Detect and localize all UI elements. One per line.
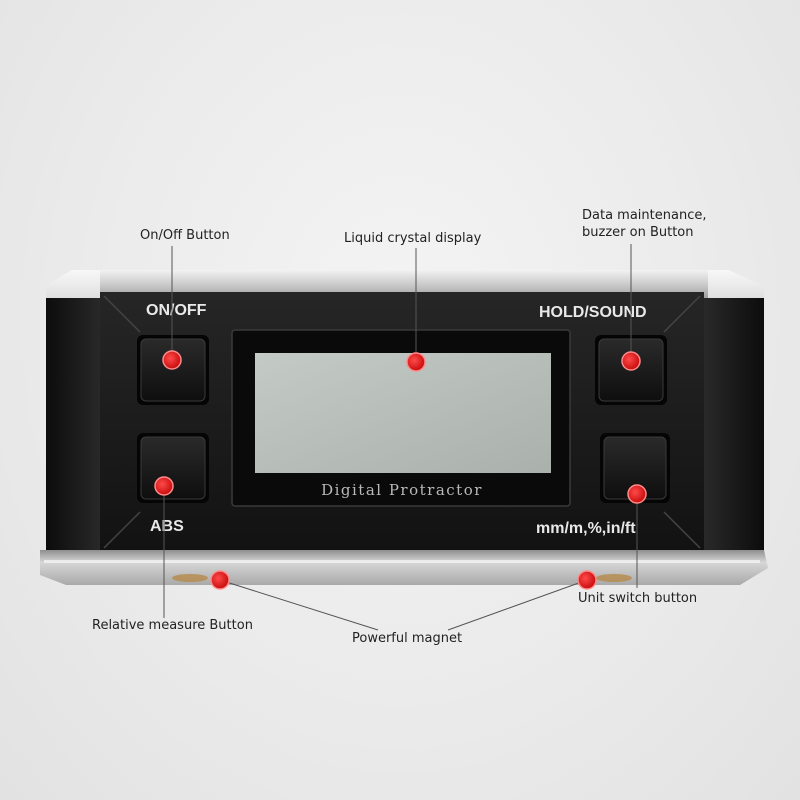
bevel-bl <box>103 511 141 549</box>
marker-on-off <box>162 350 182 370</box>
top-rail-right-cap <box>708 270 764 300</box>
markers <box>154 350 647 590</box>
bottom-rail-shine <box>44 560 760 563</box>
magnet-right <box>596 574 632 582</box>
marker-lcd <box>406 352 426 372</box>
label-on-off: ON/OFF <box>146 302 207 319</box>
callout-relative-measure: Relative measure Button <box>92 618 253 633</box>
leader-lines <box>163 244 638 631</box>
magnet-left <box>172 574 208 582</box>
marker-magnet-left <box>210 570 230 590</box>
unit-button[interactable] <box>600 433 670 503</box>
callout-data-maintenance: Data maintenance, buzzer on Button <box>582 207 706 241</box>
label-hold-sound: HOLD/SOUND <box>539 304 647 321</box>
right-side-panel <box>702 298 764 552</box>
label-units: mm/m,%,in/ft <box>536 520 636 537</box>
callout-magnet: Powerful magnet <box>352 631 463 646</box>
top-rail-left-cap <box>46 270 100 300</box>
callout-unit-switch: Unit switch button <box>578 591 698 606</box>
callout-data-maintenance-line1: Data maintenance, <box>582 208 707 223</box>
bevel-tr <box>663 295 701 333</box>
marker-magnet-right <box>577 570 597 590</box>
leader-magnet-left <box>219 579 379 631</box>
bevel-tl <box>103 295 141 333</box>
bottom-rail <box>40 550 768 585</box>
callout-on-off: On/Off Button <box>140 228 230 243</box>
lcd-screen <box>255 353 551 473</box>
abs-button[interactable] <box>137 433 209 503</box>
callout-data-maintenance-line2: buzzer on Button <box>582 225 694 240</box>
left-side-panel <box>46 298 104 552</box>
callout-lcd: Liquid crystal display <box>344 231 482 246</box>
marker-abs <box>154 476 174 496</box>
leader-magnet-right <box>447 579 588 631</box>
lcd-caption: Digital Protractor <box>321 481 483 499</box>
on-off-button[interactable] <box>137 335 209 405</box>
lcd-module: Digital Protractor <box>231 329 571 507</box>
bevel-br <box>663 511 701 549</box>
label-abs: ABS <box>150 518 184 535</box>
marker-unit <box>627 484 647 504</box>
marker-hold-sound <box>621 351 641 371</box>
